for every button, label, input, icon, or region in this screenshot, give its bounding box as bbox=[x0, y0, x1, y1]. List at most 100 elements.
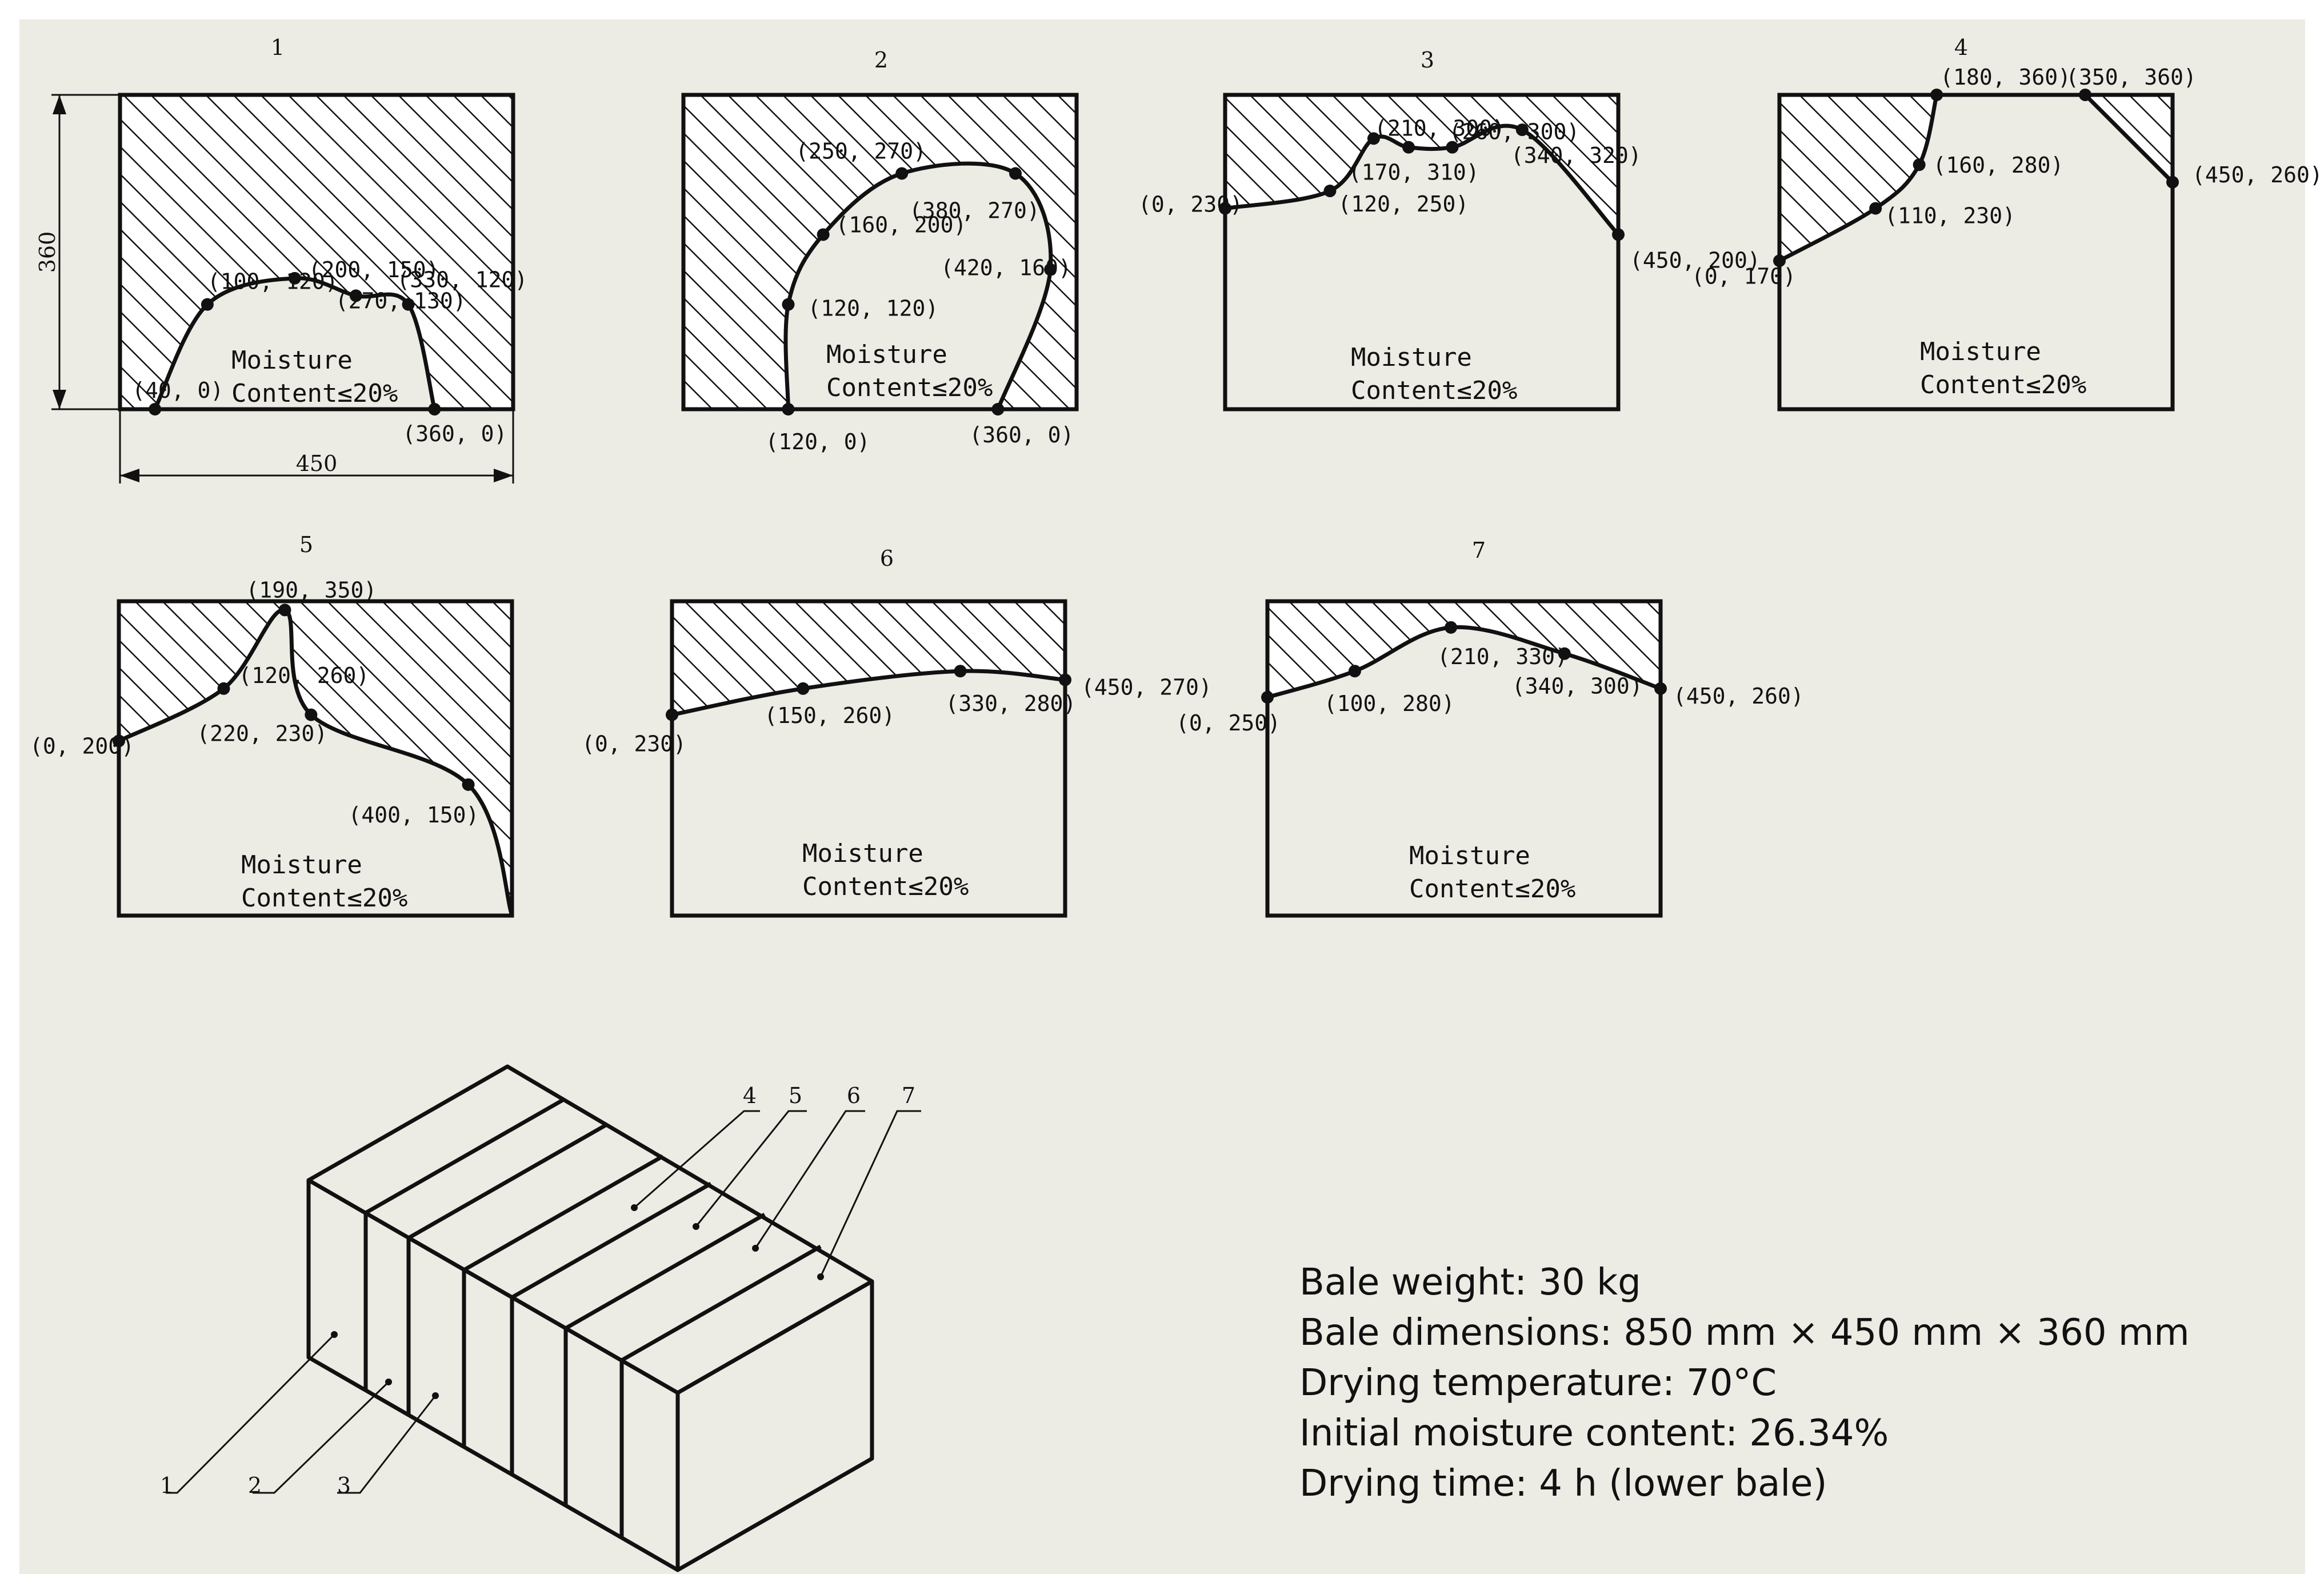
section-panel-5: 5(0, 200)(120, 260)(190, 350)(220, 230)(… bbox=[30, 532, 514, 918]
boundary-point bbox=[1446, 141, 1459, 154]
point-coordinate-label: (40, 0) bbox=[132, 378, 223, 403]
boundary-point bbox=[991, 403, 1005, 416]
boundary-point bbox=[349, 289, 362, 302]
point-coordinate-label: (120, 250) bbox=[1338, 191, 1469, 217]
moisture-label-line1: Moisture bbox=[1920, 337, 2041, 366]
boundary-point bbox=[1367, 132, 1380, 145]
point-coordinate-label: (330, 120) bbox=[397, 267, 528, 293]
boundary-point bbox=[1445, 621, 1458, 634]
leader-line bbox=[253, 1381, 390, 1494]
boundary-point bbox=[817, 228, 830, 241]
bale-end-face bbox=[675, 1279, 874, 1572]
moisture-boundary-curve bbox=[153, 276, 437, 410]
moisture-boundary-curve bbox=[118, 608, 514, 917]
point-coordinate-label: (0, 230) bbox=[582, 732, 686, 757]
boundary-point bbox=[1323, 185, 1337, 198]
boundary-point bbox=[797, 682, 810, 695]
point-coordinate-label: (170, 310) bbox=[1349, 159, 1479, 185]
low-moisture-region bbox=[785, 163, 1051, 409]
leader-anchor bbox=[752, 1245, 759, 1252]
point-coordinate-label: (340, 300) bbox=[1512, 674, 1643, 699]
leader-anchor bbox=[331, 1331, 338, 1338]
point-coordinate-label: (420, 160) bbox=[941, 255, 1071, 281]
point-coordinate-label: (110, 230) bbox=[1885, 203, 2015, 229]
section-panel-2: 2(120, 0)(120, 120)(160, 200)(250, 270)(… bbox=[681, 47, 1079, 454]
point-coordinate-label: (250, 270) bbox=[795, 139, 926, 164]
moisture-label-line2: Content≤20% bbox=[241, 884, 407, 913]
dimension-height-label: 360 bbox=[35, 231, 60, 273]
boundary-point bbox=[1558, 647, 1571, 660]
panel-number: 7 bbox=[1472, 538, 1486, 563]
dimension-width-label: 450 bbox=[296, 451, 338, 476]
panel-number: 4 bbox=[1954, 35, 1968, 60]
boundary-point bbox=[954, 665, 967, 678]
boundary-point bbox=[1261, 691, 1274, 704]
moisture-label-line2: Content≤20% bbox=[1409, 874, 1575, 904]
moisture-label-line1: Moisture bbox=[1351, 343, 1472, 372]
moisture-boundary-curve bbox=[671, 669, 1066, 717]
panel-number: 5 bbox=[299, 532, 313, 557]
point-coordinate-label: (0, 250) bbox=[1176, 710, 1281, 736]
slice-number-label: 4 bbox=[743, 1083, 757, 1108]
boundary-point bbox=[782, 298, 795, 311]
leader-line bbox=[754, 1110, 865, 1249]
boundary-point bbox=[278, 604, 291, 617]
point-coordinate-label: (380, 270) bbox=[909, 198, 1040, 223]
slice-divider bbox=[619, 1244, 822, 1537]
boundary-point bbox=[1612, 228, 1625, 241]
dimension-annotations: 360 450 bbox=[35, 94, 514, 484]
point-coordinate-label: (160, 200) bbox=[836, 212, 967, 237]
moisture-label-line2: Content≤20% bbox=[1920, 370, 2086, 400]
point-coordinate-label: (0, 230) bbox=[1138, 192, 1243, 217]
slice-number-label: 6 bbox=[847, 1083, 861, 1108]
info-bale-weight: Bale weight: 30 kg bbox=[1299, 1261, 1641, 1304]
slice-divider bbox=[563, 1212, 766, 1505]
panel-frame bbox=[117, 599, 514, 918]
moisture-label-line2: Content≤20% bbox=[826, 373, 993, 402]
point-coordinate-label: (450, 260) bbox=[2192, 162, 2323, 187]
moisture-label-line1: Moisture bbox=[802, 839, 923, 868]
boundary-point bbox=[1773, 254, 1786, 267]
slice-number-label: 7 bbox=[902, 1083, 915, 1108]
leader-line bbox=[166, 1333, 335, 1494]
low-moisture-region bbox=[672, 670, 1065, 916]
point-coordinate-label: (120, 0) bbox=[765, 429, 870, 454]
low-moisture-region bbox=[155, 278, 435, 409]
slice-number-label: 5 bbox=[789, 1083, 802, 1108]
moisture-boundary-curve bbox=[1778, 94, 1939, 263]
panel-frame bbox=[1265, 599, 1663, 918]
boundary-point bbox=[895, 167, 909, 180]
point-coordinate-label: (210, 330) bbox=[1437, 644, 1568, 669]
point-coordinate-label: (270, 130) bbox=[335, 288, 466, 313]
leader-anchor bbox=[817, 1273, 824, 1280]
boundary-point bbox=[1913, 158, 1926, 171]
slice-number-label: 3 bbox=[337, 1473, 351, 1498]
info-bale-dimensions: Bale dimensions: 850 mm × 450 mm × 360 m… bbox=[1299, 1312, 2190, 1354]
point-coordinate-label: (330, 280) bbox=[946, 691, 1077, 716]
bale-slice-dividers bbox=[363, 1097, 822, 1537]
leader-line bbox=[695, 1110, 807, 1227]
point-coordinate-label: (350, 360) bbox=[2066, 65, 2197, 90]
point-coordinate-label: (180, 360) bbox=[1940, 65, 2071, 90]
moisture-label-line2: Content≤20% bbox=[802, 872, 969, 901]
leader-anchor bbox=[631, 1204, 638, 1211]
boundary-point bbox=[782, 403, 795, 416]
panel-frame bbox=[118, 93, 515, 412]
point-coordinate-label: (450, 270) bbox=[1081, 675, 1212, 700]
slice-number-label: 1 bbox=[160, 1473, 174, 1498]
boundary-point bbox=[1869, 202, 1882, 215]
boundary-point bbox=[1654, 682, 1667, 695]
boundary-point bbox=[1930, 89, 1943, 101]
boundary-point bbox=[462, 778, 475, 791]
point-coordinate-label: (100, 280) bbox=[1324, 691, 1455, 716]
boundary-point bbox=[1219, 202, 1231, 215]
info-drying-time: Drying time: 4 h (lower bale) bbox=[1299, 1463, 1827, 1505]
point-coordinate-label: (210, 300) bbox=[1374, 116, 1505, 141]
slice-divider bbox=[363, 1097, 566, 1390]
point-coordinate-label: (400, 150) bbox=[349, 802, 479, 828]
point-coordinate-label: (450, 200) bbox=[1630, 247, 1761, 273]
low-moisture-region bbox=[1779, 95, 2173, 409]
leader-anchor bbox=[385, 1379, 392, 1385]
panel-frame bbox=[670, 599, 1067, 918]
